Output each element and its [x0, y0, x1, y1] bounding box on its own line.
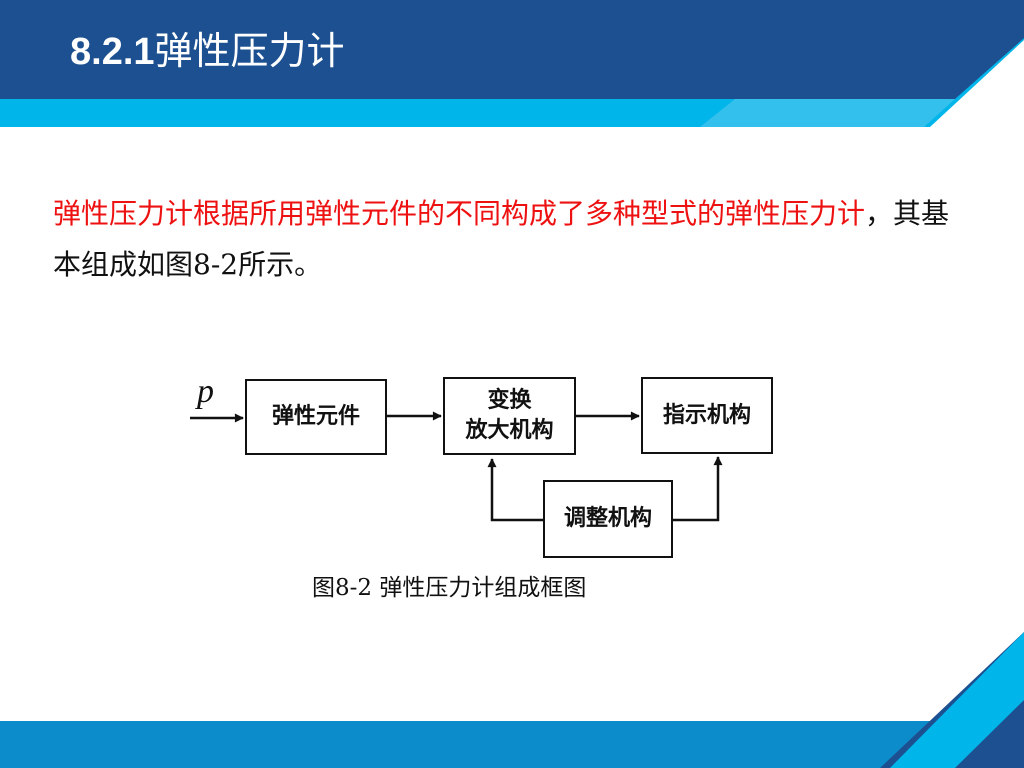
body-rest: ，其基本组成如图8-2所示。	[53, 197, 950, 281]
amplifier-label-line1: 变换	[487, 388, 532, 413]
block-diagram: p 弹性元件 变换 放大机构 指示机构 调整机构 图8-2 弹性压力计组成框图	[185, 355, 785, 610]
amplifier-box: 变换 放大机构	[443, 377, 576, 455]
header-dark-blue-band	[0, 0, 1024, 99]
amplifier-label: 变换 放大机构	[465, 386, 553, 446]
diagram-connectors	[190, 411, 723, 522]
indicator-label: 指示机构	[662, 402, 751, 428]
input-pressure-label: p	[197, 373, 214, 410]
elastic-element-box: 弹性元件	[245, 379, 387, 455]
title-number: 8.2.1	[70, 31, 155, 73]
indicator-box: 指示机构	[641, 377, 773, 454]
elastic-element-label: 弹性元件	[271, 404, 360, 429]
arrow-adjuster-to-amplifier	[487, 458, 543, 522]
footer-corner-cyan	[890, 632, 1024, 768]
footer-blue-band	[0, 721, 1024, 768]
header-light-stripe	[700, 99, 955, 127]
adjuster-label: 调整机构	[563, 506, 652, 531]
slide-title: 8.2.1弹性压力计	[70, 28, 345, 76]
body-paragraph: 弹性压力计根据所用弹性元件的不同构成了多种型式的弹性压力计，其基本组成如图8-2…	[53, 188, 963, 290]
arrow-adjuster-to-indicator	[673, 456, 723, 522]
amplifier-label-line2: 放大机构	[465, 418, 554, 443]
figure-caption: 图8-2 弹性压力计组成框图	[312, 575, 587, 601]
adjuster-box: 调整机构	[543, 480, 673, 558]
title-text: 弹性压力计	[154, 31, 345, 73]
body-highlight: 弹性压力计根据所用弹性元件的不同构成了多种型式的弹性压力计	[53, 197, 866, 230]
header-white-cut	[930, 40, 1024, 127]
